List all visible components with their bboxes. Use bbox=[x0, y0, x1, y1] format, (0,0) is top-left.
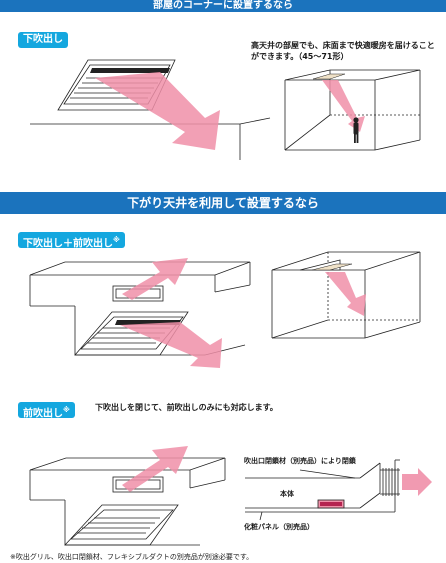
label-panel: 化粧パネル（別売品） bbox=[244, 522, 314, 532]
airflow-arrow-front-2 bbox=[122, 446, 188, 492]
label-closure: 吹出口閉鎖材（別売品）により閉鎖 bbox=[244, 456, 356, 466]
section2-banner-text: 下がり天井を利用して設置するなら bbox=[127, 196, 319, 210]
label-body: 本体 bbox=[280, 489, 294, 499]
tag-down-and-front-label: 下吹出し＋前吹出し bbox=[23, 238, 113, 250]
airflow-arrow-room-1 bbox=[322, 80, 365, 132]
person-silhouette bbox=[353, 117, 359, 143]
airflow-arrow-front-1 bbox=[122, 258, 188, 300]
airflow-arrow-room-2 bbox=[325, 272, 366, 316]
tag-down-outlet: 下吹出し bbox=[18, 32, 68, 48]
airflow-arrow-1 bbox=[95, 72, 220, 150]
section1-banner-text: 部屋のコーナーに設置するなら bbox=[153, 0, 293, 11]
label-panel-text: 化粧パネル（別売品） bbox=[244, 523, 314, 531]
section2-description: 下吹出しを閉じて、前吹出しのみにも対応します。 bbox=[95, 402, 425, 413]
tag-down-and-front-outlet: 下吹出し＋前吹出し※ bbox=[18, 232, 125, 250]
airflow-arrow-duct bbox=[402, 468, 432, 496]
ceiling-unit-1 bbox=[312, 73, 346, 80]
section1-description: 高天井の部屋でも、床面まで快適暖房を届けることができます。（45〜71形） bbox=[251, 40, 436, 62]
tag-down-outlet-label: 下吹出し bbox=[23, 34, 63, 45]
room-box-1 bbox=[284, 69, 421, 151]
section1-banner: 部屋のコーナーに設置するなら bbox=[0, 0, 446, 12]
front-only-unit-illustration bbox=[29, 457, 226, 546]
flexible-duct bbox=[380, 468, 400, 496]
footnote: ※吹出グリル、吹出口閉鎖材、フレキシブルダクトの別売品が別途必要です。 bbox=[10, 552, 253, 562]
tag-front-outlet-mark: ※ bbox=[63, 406, 70, 414]
cross-section-diagram bbox=[245, 459, 400, 521]
label-body-text: 本体 bbox=[280, 490, 294, 498]
section1-description-text: 高天井の部屋でも、床面まで快適暖房を届けることができます。（45〜71形） bbox=[251, 41, 435, 61]
tag-front-outlet: 前吹出し※ bbox=[18, 402, 75, 420]
ceiling-unit-2 bbox=[311, 263, 353, 271]
section2-banner: 下がり天井を利用して設置するなら bbox=[0, 192, 446, 214]
label-closure-text: 吹出口閉鎖材（別売品）により閉鎖 bbox=[244, 457, 356, 465]
airflow-arrow-down-1 bbox=[120, 322, 222, 368]
section2-description-text: 下吹出しを閉じて、前吹出しのみにも対応します。 bbox=[95, 403, 278, 412]
footnote-text: ※吹出グリル、吹出口閉鎖材、フレキシブルダクトの別売品が別途必要です。 bbox=[10, 553, 254, 561]
tag-front-outlet-label: 前吹出し bbox=[23, 408, 63, 420]
tag-down-and-front-mark: ※ bbox=[113, 236, 120, 244]
